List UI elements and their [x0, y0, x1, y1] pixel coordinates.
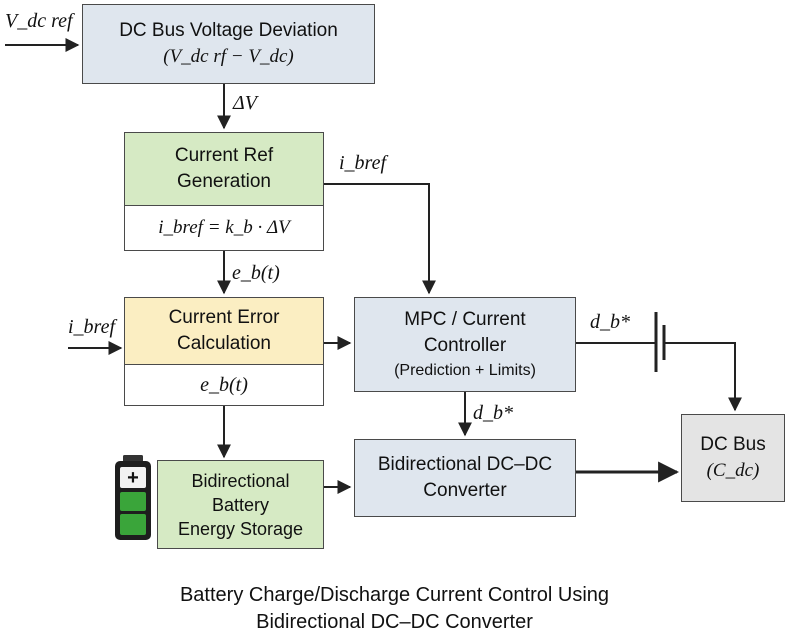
- ibref-to-mpc-arrow: [323, 183, 436, 295]
- deviation-block: DC Bus Voltage Deviation (V_dc rf − V_dc…: [82, 4, 375, 84]
- deviation-formula: (V_dc rf − V_dc): [163, 46, 294, 67]
- battery-storage-block: Bidirectional Battery Energy Storage: [157, 460, 324, 549]
- error-title-line1: Current Error: [168, 307, 280, 329]
- mpc-title-line1: MPC / Current: [404, 308, 526, 330]
- vdc-ref-label: V_dc ref: [5, 10, 73, 32]
- dcdc-converter-block: Bidirectional DC–DC Converter: [354, 439, 576, 517]
- ibref-top-label: i_bref: [339, 152, 387, 174]
- dcbus-line1: DC Bus: [700, 434, 766, 455]
- eb-label-1: e_b(t): [232, 262, 280, 284]
- mpc-controller-block: MPC / Current Controller (Prediction + L…: [354, 297, 576, 392]
- ref-gen-title-line1: Current Ref: [174, 145, 274, 167]
- battery-line1: Bidirectional: [191, 470, 290, 491]
- error-formula: e_b(t): [125, 364, 323, 405]
- ibref-left-label: i_bref: [68, 316, 116, 338]
- deviation-title: DC Bus Voltage Deviation: [119, 20, 338, 41]
- db-down-label: d_b*: [473, 402, 513, 424]
- ref-gen-title-line2: Generation: [176, 171, 271, 193]
- delta-v-label: ΔV: [233, 92, 257, 114]
- ref-gen-formula: i_bref = k_b · ΔV: [125, 205, 323, 250]
- battery-line3: Energy Storage: [177, 518, 304, 539]
- converter-line1: Bidirectional DC–DC: [377, 454, 553, 475]
- mpc-subtitle: (Prediction + Limits): [394, 361, 536, 379]
- battery-line2: Battery: [211, 494, 270, 515]
- dc-bus-block: DC Bus (C_dc): [681, 414, 785, 502]
- error-title-line2: Calculation: [176, 333, 271, 355]
- db-right-label: d_b*: [590, 311, 630, 333]
- caption-line2: Bidirectional DC–DC Converter: [256, 611, 533, 633]
- converter-line2: Converter: [423, 480, 507, 501]
- svg-text:+: +: [127, 467, 139, 489]
- mpc-title-line2: Controller: [423, 334, 507, 356]
- capacitor-symbol: [654, 312, 666, 372]
- capacitor-to-dcbus-arrow: [664, 342, 742, 412]
- error-block: Current Error Calculation e_b(t): [124, 297, 324, 406]
- ref-gen-block: Current Ref Generation i_bref = k_b · ΔV: [124, 132, 324, 251]
- dcbus-line2: (C_dc): [706, 460, 760, 481]
- battery-icon: +: [115, 455, 151, 540]
- caption-line1: Battery Charge/Discharge Current Control…: [179, 584, 610, 606]
